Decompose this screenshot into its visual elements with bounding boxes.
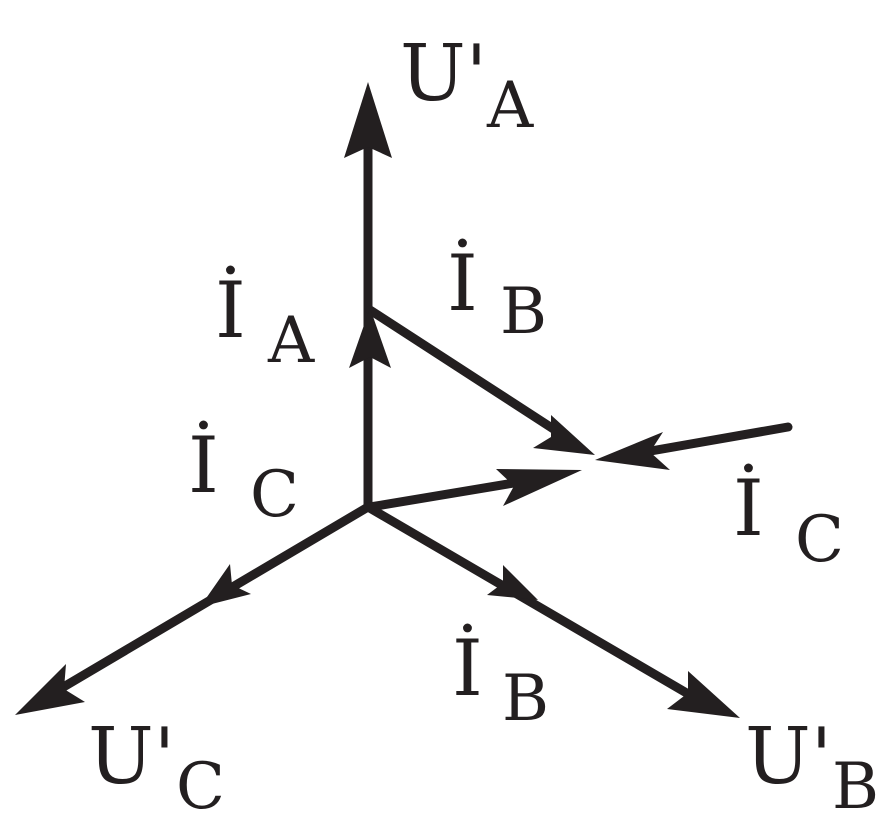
arrowhead-i-c-right [595, 432, 670, 470]
label-u-a-sub: A [486, 69, 534, 143]
label-i-c-left-main: İ [188, 419, 219, 511]
arrowhead-u-a [344, 82, 392, 158]
label-i-b-lower-sub: B [502, 662, 549, 736]
arrowhead-u-c [15, 664, 85, 715]
arrowhead-i-c-down-left [200, 564, 251, 607]
label-i-c-right-sub: C [795, 503, 844, 577]
arrowhead-i-b-lower [487, 565, 538, 600]
arrowhead-i-b-upper [533, 415, 595, 455]
phasor-u-b-line [363, 502, 695, 700]
label-u-c-sub: C [176, 750, 225, 824]
phasor-i-c-right-line [640, 422, 793, 457]
label-i-b-upper-main: İ [447, 237, 478, 329]
label-u-c-main: U' [88, 712, 175, 802]
label-u-b-sub: B [832, 750, 879, 824]
phasor-i-b-upper-line [365, 305, 560, 435]
label-i-b-upper-sub: B [500, 275, 547, 349]
label-i-b-lower-main: İ [452, 622, 483, 714]
label-u-b-main: U' [745, 712, 832, 802]
arrowhead-i-c-lower [496, 469, 582, 506]
label-i-a-main: İ [215, 264, 246, 356]
label-u-a-main: U' [400, 29, 487, 119]
label-i-c-right-main: İ [733, 462, 764, 554]
label-i-a-sub: A [267, 304, 315, 378]
arrowhead-u-b [667, 671, 740, 718]
phasor-i-c-lower-line [365, 477, 525, 512]
arrowhead-i-a [349, 308, 391, 368]
label-i-c-left-sub: C [250, 458, 299, 532]
